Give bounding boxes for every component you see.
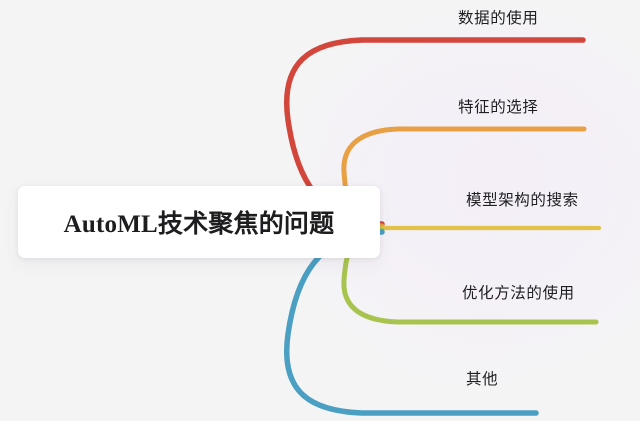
branch-label-optimization-methods[interactable]: 优化方法的使用 <box>462 285 575 302</box>
branch-label-feature-selection[interactable]: 特征的选择 <box>458 99 539 116</box>
branch-label-data-usage[interactable]: 数据的使用 <box>458 10 539 27</box>
branch-label-other[interactable]: 其他 <box>466 371 499 388</box>
center-node-label: AutoML技术聚焦的问题 <box>63 211 335 238</box>
center-node-card[interactable]: AutoML技术聚焦的问题 <box>18 186 380 258</box>
branch-curve-3 <box>341 227 599 325</box>
branch-label-architecture-search[interactable]: 模型架构的搜索 <box>466 192 579 209</box>
